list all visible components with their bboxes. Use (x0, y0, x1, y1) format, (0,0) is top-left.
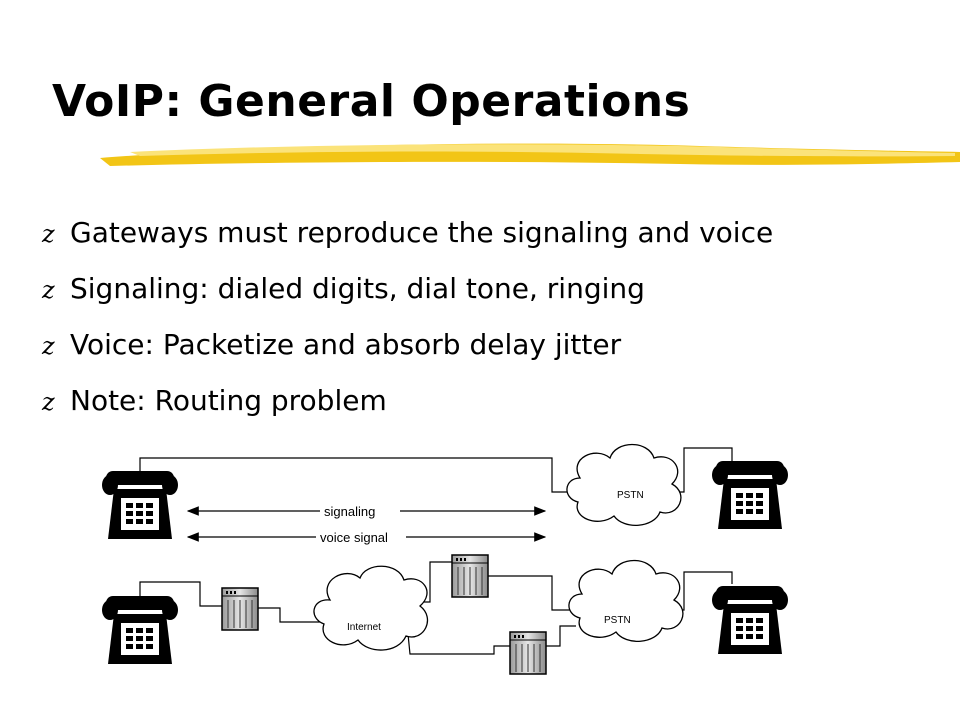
internet-cloud (313, 565, 429, 651)
phone-icon (101, 470, 179, 540)
bullet-marker-icon: z (42, 332, 55, 360)
pstn-label-bottom: PSTN (604, 615, 631, 626)
signaling-label: signaling (324, 504, 375, 519)
bullet-item: z Note: Routing problem (42, 373, 773, 429)
pstn-cloud-bottom (568, 560, 684, 643)
voice-signal-label: voice signal (320, 530, 388, 545)
internet-label: Internet (347, 622, 381, 633)
signaling-label-bg (320, 502, 400, 520)
slide-title: VoIP: General Operations (52, 76, 691, 127)
gateway-icon (221, 587, 259, 631)
gateway-icon (451, 554, 489, 598)
bullet-text: Signaling: dialed digits, dial tone, rin… (70, 272, 645, 305)
bullet-item: z Signaling: dialed digits, dial tone, ri… (42, 261, 773, 317)
bullet-text: Gateways must reproduce the signaling an… (70, 216, 774, 249)
bullet-marker-icon: z (42, 388, 55, 416)
phone-icon (711, 585, 789, 655)
bullet-item: z Voice: Packetize and absorb delay jitte… (42, 317, 773, 373)
bullet-list: z Gateways must reproduce the signaling a… (42, 205, 773, 429)
phone-icon (101, 595, 179, 665)
pstn-cloud-top (566, 444, 682, 527)
bullet-text: Voice: Packetize and absorb delay jitter (70, 328, 622, 361)
bullet-item: z Gateways must reproduce the signaling a… (42, 205, 773, 261)
gateway-icon (509, 631, 547, 675)
phone-icon (711, 460, 789, 530)
voice-label-bg (316, 528, 406, 546)
bullet-text: Note: Routing problem (70, 384, 387, 417)
bullet-marker-icon: z (42, 220, 55, 248)
pstn-label-top: PSTN (617, 490, 644, 501)
bullet-marker-icon: z (42, 276, 55, 304)
